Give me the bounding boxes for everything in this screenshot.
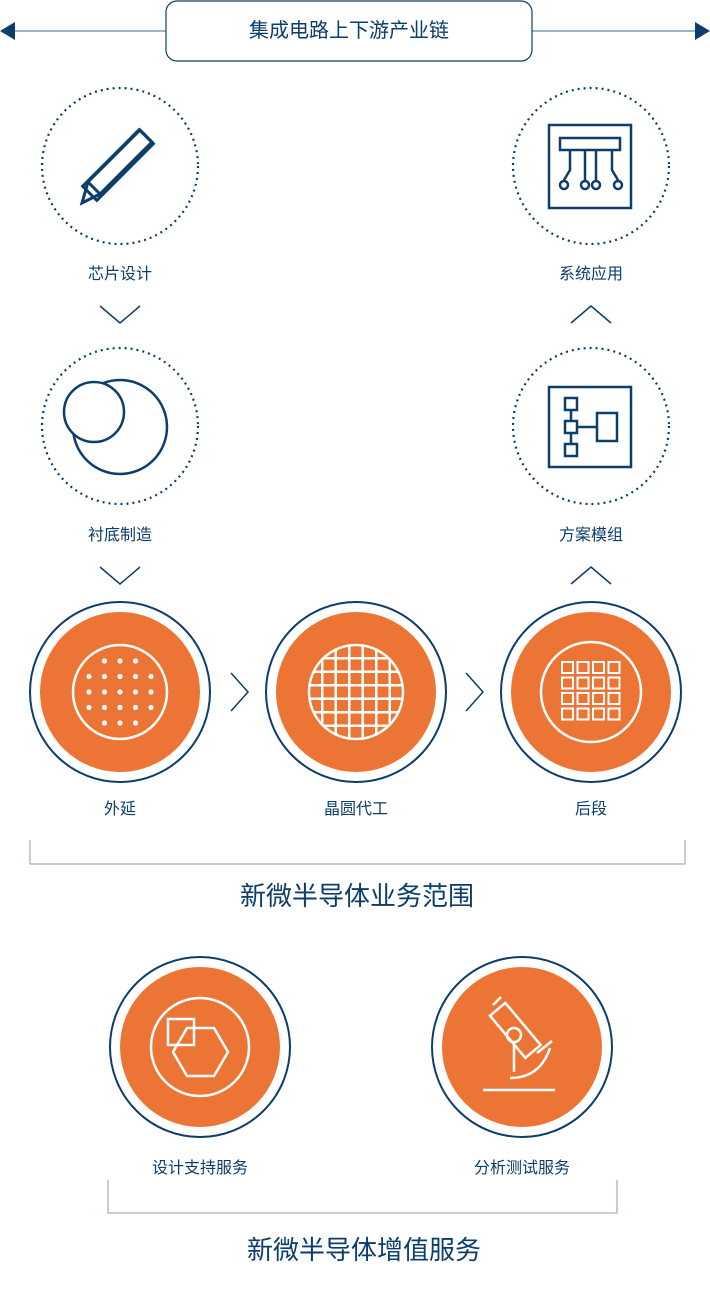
wafer-dot <box>148 673 154 680</box>
wafer-dot <box>117 704 123 711</box>
die <box>592 692 605 705</box>
wafer-dot <box>86 689 92 695</box>
die <box>561 661 574 674</box>
wafer-dies-icon <box>539 640 643 744</box>
die <box>576 692 590 705</box>
wafer-dot <box>132 720 139 726</box>
wafer-dot <box>101 704 108 711</box>
arrow-right-icon <box>695 22 710 40</box>
chip-design-node: 芯片设计 <box>40 86 200 283</box>
chevron-down-icon <box>99 305 141 324</box>
analysis-testing-label: 分析测试服务 <box>474 1158 570 1177</box>
wafer-dot <box>117 689 123 695</box>
epitaxy-step: 外延 <box>29 601 211 818</box>
die <box>592 676 605 690</box>
epitaxy-label: 外延 <box>104 799 136 818</box>
solution-module-label: 方案模组 <box>559 525 623 544</box>
die <box>576 676 590 690</box>
die <box>561 692 574 705</box>
arrow-left-icon <box>0 22 15 40</box>
wafer-dot <box>86 704 92 711</box>
wafer-dot <box>132 704 139 711</box>
chevron-right-icon <box>230 672 250 712</box>
die <box>607 692 621 705</box>
wafer-dot <box>117 658 123 664</box>
wafer-dot <box>132 673 139 680</box>
die <box>576 707 590 721</box>
solution-module-node: 方案模组 <box>511 346 671 544</box>
chip-design-label: 芯片设计 <box>88 264 152 283</box>
circuit-board-icon <box>547 123 633 210</box>
foundry-step: 晶圆代工 <box>265 601 447 818</box>
wafer-dot <box>101 720 108 726</box>
die <box>607 707 621 721</box>
wafer-dot <box>86 673 92 680</box>
microscope-icon <box>483 996 555 1092</box>
die <box>592 661 605 674</box>
wafer-dot <box>132 658 139 664</box>
substrate-label: 衬底制造 <box>88 525 152 544</box>
substrate-circles-icon <box>62 378 169 476</box>
chevron-right-icon <box>465 672 485 712</box>
wafer-dot <box>148 704 154 711</box>
design-shapes-icon <box>149 996 251 1098</box>
die <box>561 707 574 721</box>
chevron-up-icon <box>570 566 612 585</box>
ruler-pencil-icon <box>79 127 156 206</box>
wafer-dot <box>117 720 123 726</box>
services-bracket <box>107 1180 618 1214</box>
wafer-dot <box>117 673 123 680</box>
wafer-dot <box>101 689 108 695</box>
design-support-service: 设计支持服务 <box>109 956 291 1177</box>
wafer-dots-icon <box>71 643 169 741</box>
die <box>607 676 621 690</box>
business-bracket <box>29 840 686 865</box>
die <box>592 707 605 721</box>
system-application-label: 系统应用 <box>559 264 623 283</box>
backend-label: 后段 <box>575 799 607 818</box>
wafer-dot <box>101 673 108 680</box>
module-diagram-icon <box>547 385 633 469</box>
foundry-label: 晶圆代工 <box>324 799 388 818</box>
system-application-node: 系统应用 <box>511 86 671 283</box>
die <box>607 661 621 674</box>
chevron-up-icon <box>570 305 612 324</box>
chevron-down-icon <box>99 566 141 585</box>
value-added-services-title: 新微半导体增值服务 <box>247 1236 481 1266</box>
design-support-label: 设计支持服务 <box>152 1158 248 1177</box>
analysis-testing-service: 分析测试服务 <box>431 956 613 1177</box>
wafer-dot <box>101 658 108 664</box>
header-title: 集成电路上下游产业链 <box>249 18 449 42</box>
die <box>561 676 574 690</box>
backend-step: 后段 <box>500 601 682 818</box>
substrate-node: 衬底制造 <box>40 346 200 544</box>
wafer-dot <box>148 689 154 695</box>
business-scope-title: 新微半导体业务范围 <box>240 882 474 912</box>
wafer-dot <box>132 689 139 695</box>
header: 集成电路上下游产业链 <box>0 0 710 62</box>
die <box>576 661 590 674</box>
